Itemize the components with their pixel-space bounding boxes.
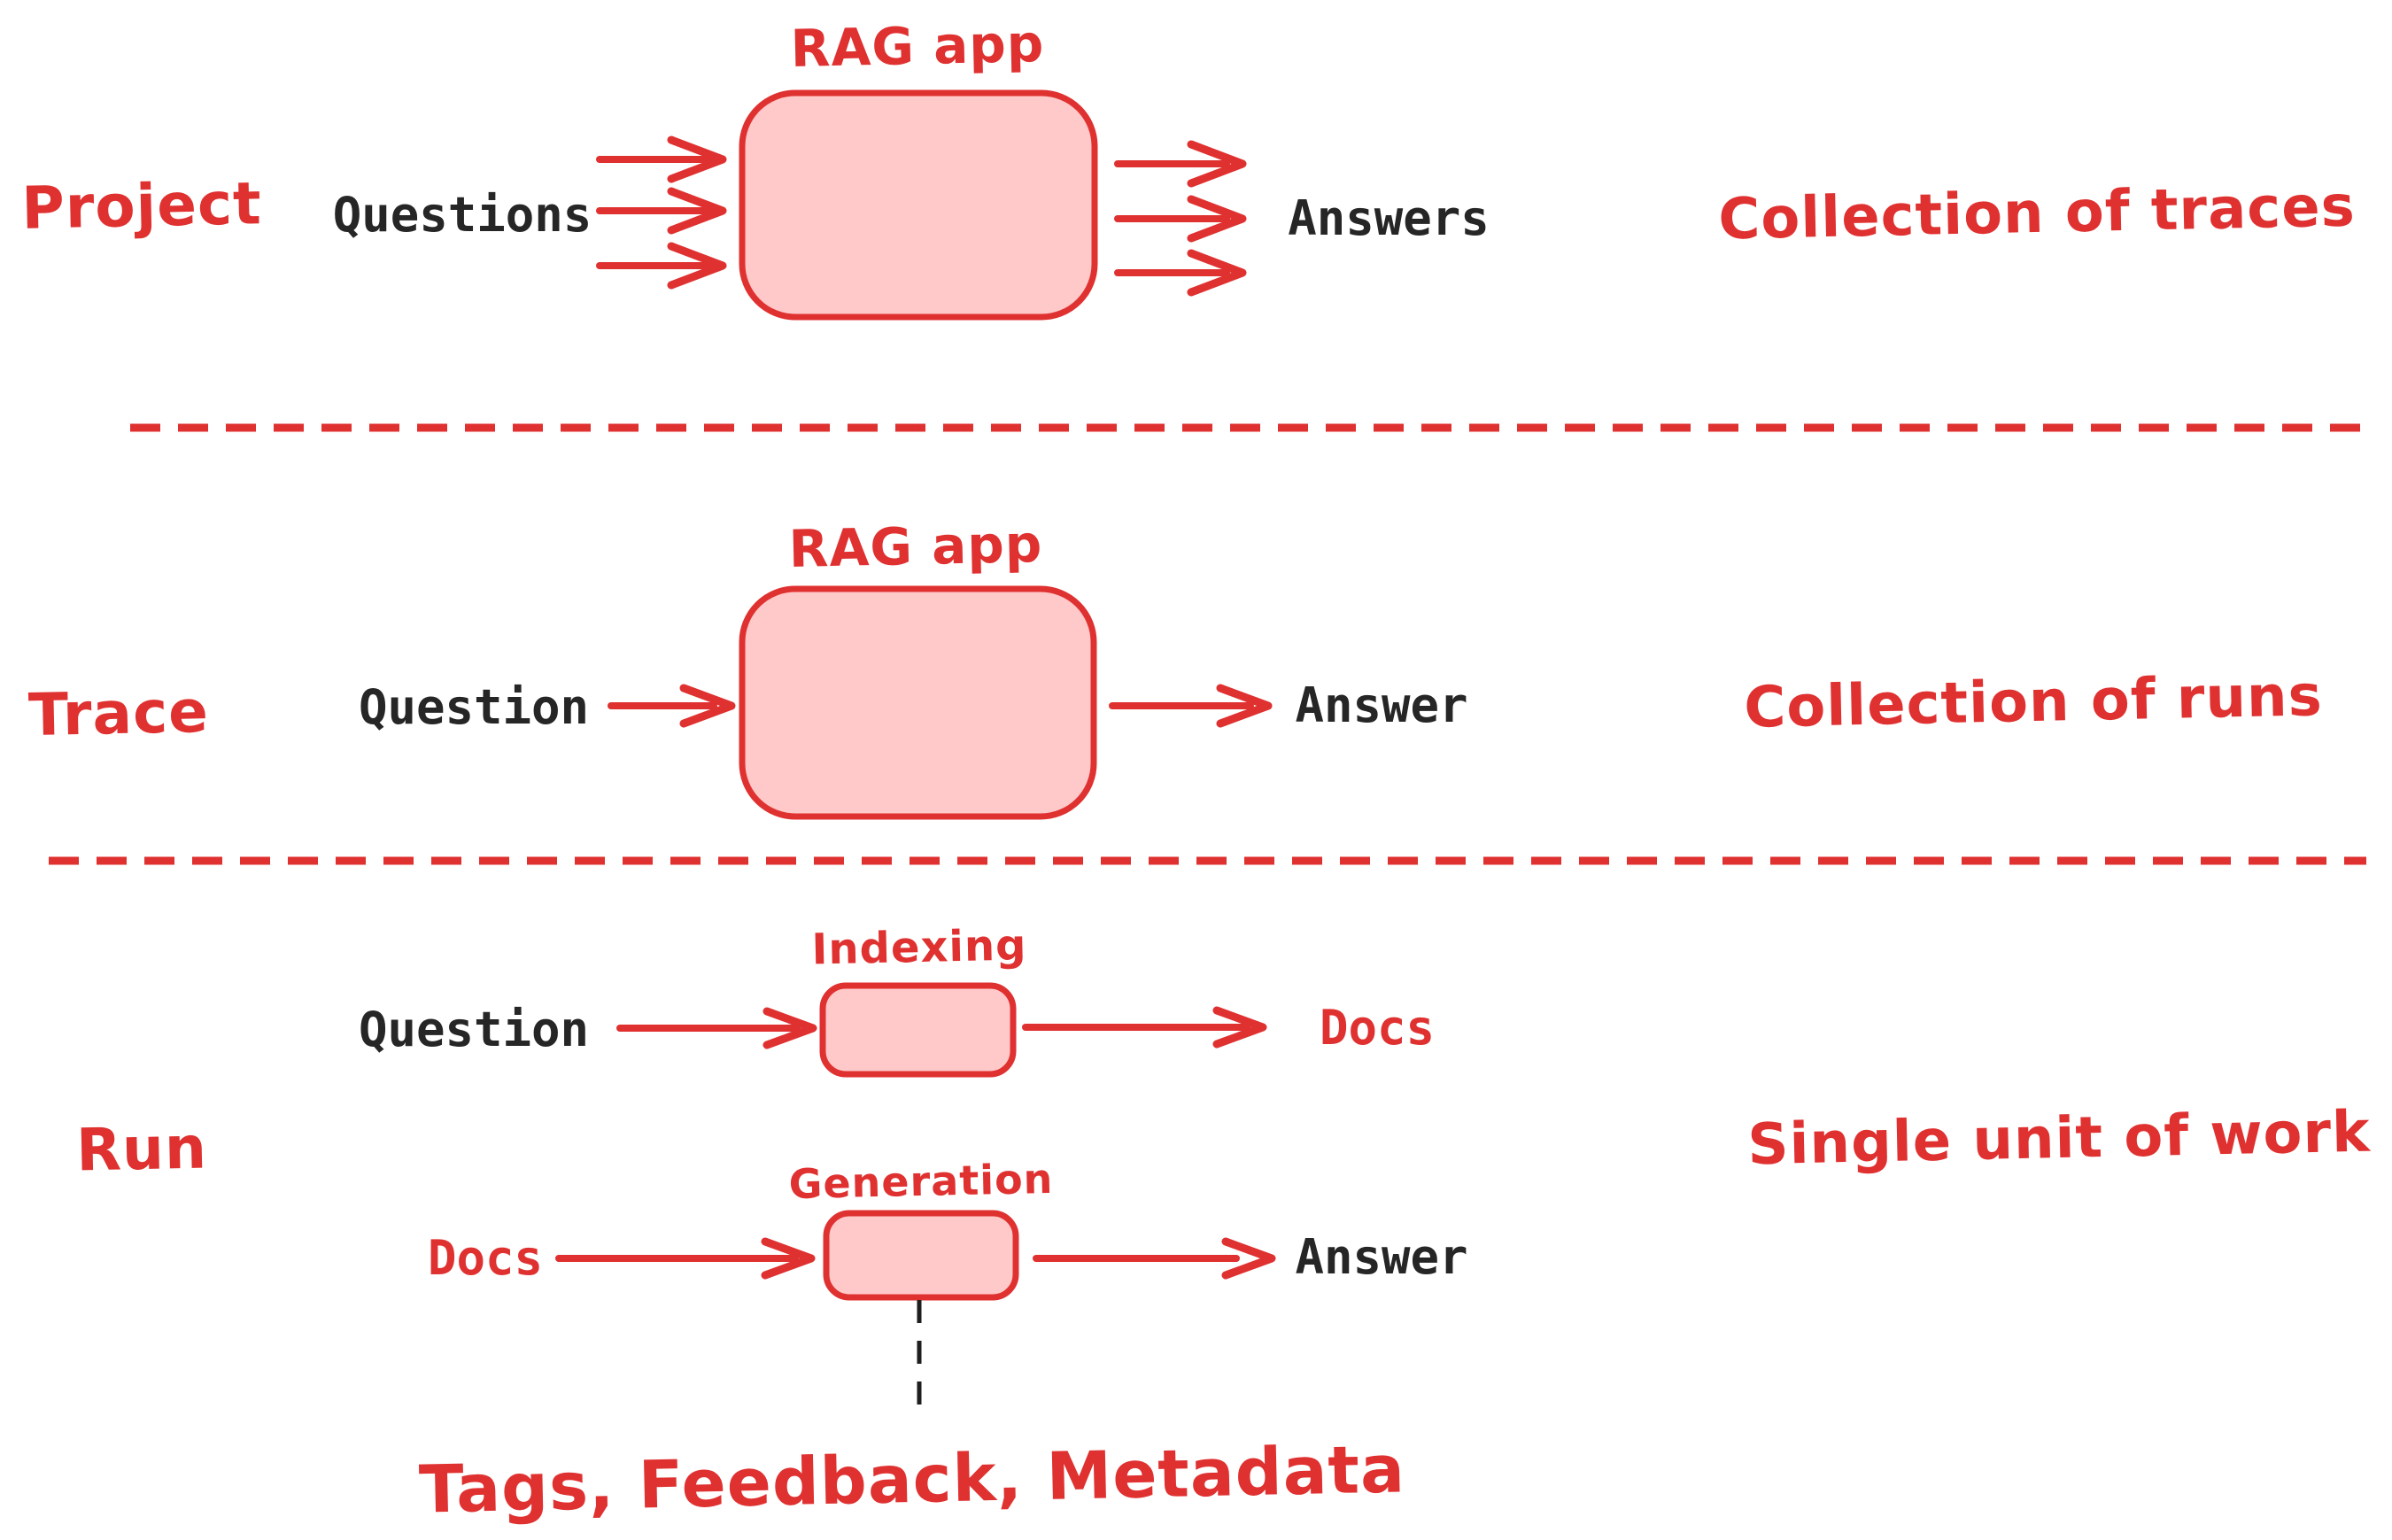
indexing-box-title: Indexing [810,920,1028,975]
trace-row-label: Trace [27,677,210,750]
generation-box [823,1210,1019,1301]
trace-rag-app-box [739,585,1097,820]
generation-input-label: Docs [427,1230,544,1286]
run-row-label: Run [75,1113,208,1185]
trace-output-label: Answer [1295,677,1468,733]
generation-output-arrow [1033,1237,1276,1280]
trace-note: Collection of runs [1743,663,2324,741]
run-annotation-note: Tags, Feedback, Metadata [418,1431,1406,1528]
project-output-arrow-3 [1114,249,1247,297]
project-output-label: Answers [1288,190,1490,246]
run-note: Single unit of work [1746,1099,2372,1179]
trace-input-arrow [608,684,736,728]
indexing-output-arrow [1022,1006,1267,1049]
project-input-arrow-2 [596,187,727,235]
indexing-input-label: Question [358,1002,590,1057]
project-row-label: Project [20,169,263,243]
indexing-output-label: Docs [1319,1000,1436,1056]
project-box-title: RAG app [790,13,1045,79]
generation-input-arrow [555,1237,816,1280]
project-output-arrow-1 [1114,140,1247,188]
trace-output-arrow [1109,684,1273,728]
project-input-arrow-3 [596,242,727,290]
project-output-arrow-2 [1114,195,1247,243]
project-rag-app-box [739,89,1098,321]
project-input-label: Questions [332,187,592,243]
generation-box-title: Generation [788,1154,1054,1209]
trace-input-label: Question [358,679,590,735]
project-input-arrow-1 [596,135,727,183]
indexing-input-arrow [616,1007,817,1049]
trace-box-title: RAG app [788,514,1043,579]
generation-output-label: Answer [1295,1229,1468,1285]
project-note: Collection of traces [1717,174,2357,253]
indexing-box [819,982,1017,1078]
